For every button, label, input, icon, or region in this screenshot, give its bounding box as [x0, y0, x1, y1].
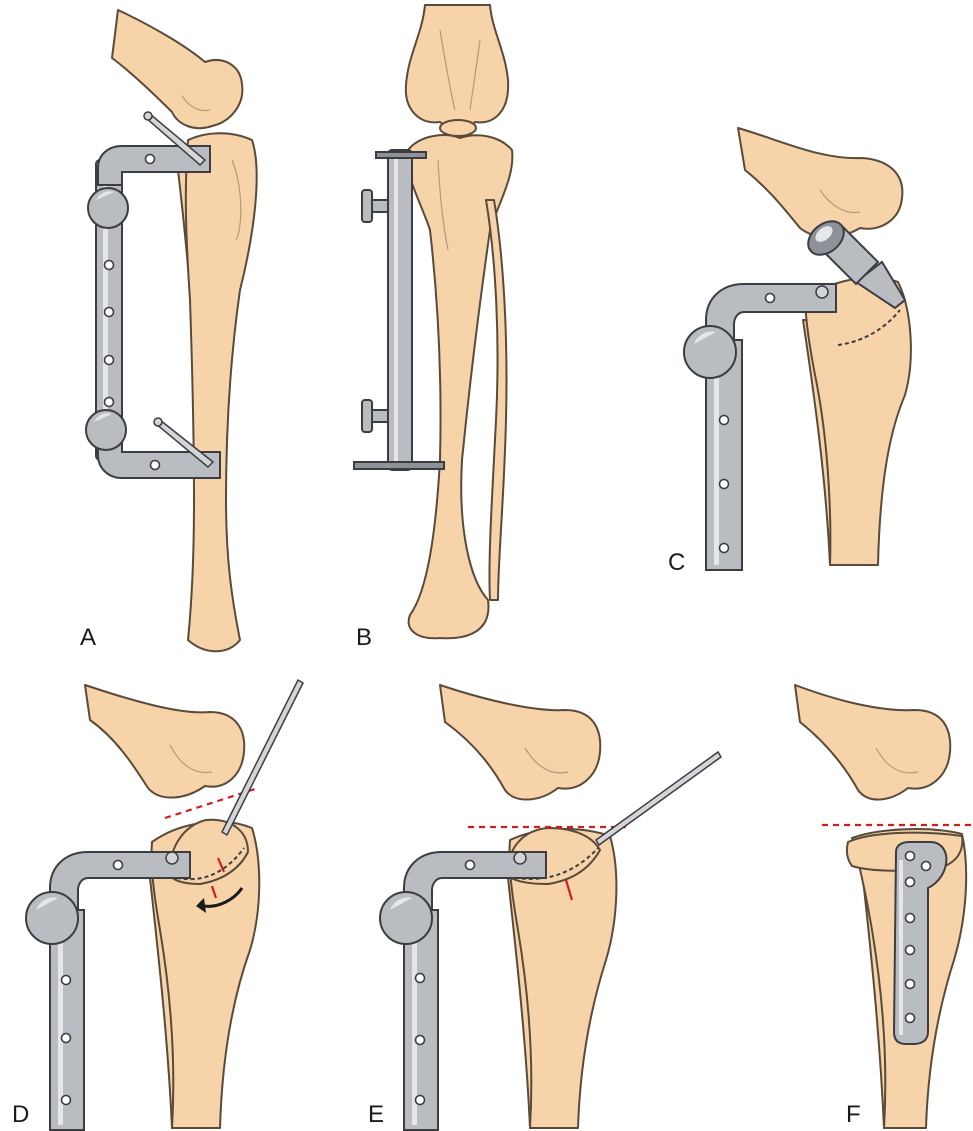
tibia-a	[186, 133, 257, 651]
panel-f	[795, 685, 972, 1128]
panel-label-d: D	[12, 1103, 29, 1127]
femur-c	[738, 128, 902, 237]
jig-rod-b	[388, 150, 412, 470]
femur-a	[112, 10, 242, 128]
pin-e	[596, 752, 721, 845]
panel-b	[354, 5, 512, 638]
panel-e	[380, 685, 721, 1130]
panel-d	[26, 680, 303, 1130]
panel-a	[86, 10, 257, 651]
panel-label-b: B	[356, 626, 372, 650]
fibula-b	[486, 200, 507, 600]
panel-label-e: E	[368, 1103, 384, 1127]
panel-c	[684, 128, 911, 570]
femur-f	[795, 685, 950, 800]
femur-d	[85, 685, 244, 798]
panel-label-c: C	[668, 551, 685, 575]
panel-label-f: F	[846, 1103, 861, 1127]
jig-knob-bottom-b	[362, 400, 388, 432]
femur-b	[406, 5, 508, 128]
femur-e	[440, 685, 600, 800]
jig-knob-top-b	[362, 190, 388, 222]
panel-label-a: A	[80, 626, 96, 650]
